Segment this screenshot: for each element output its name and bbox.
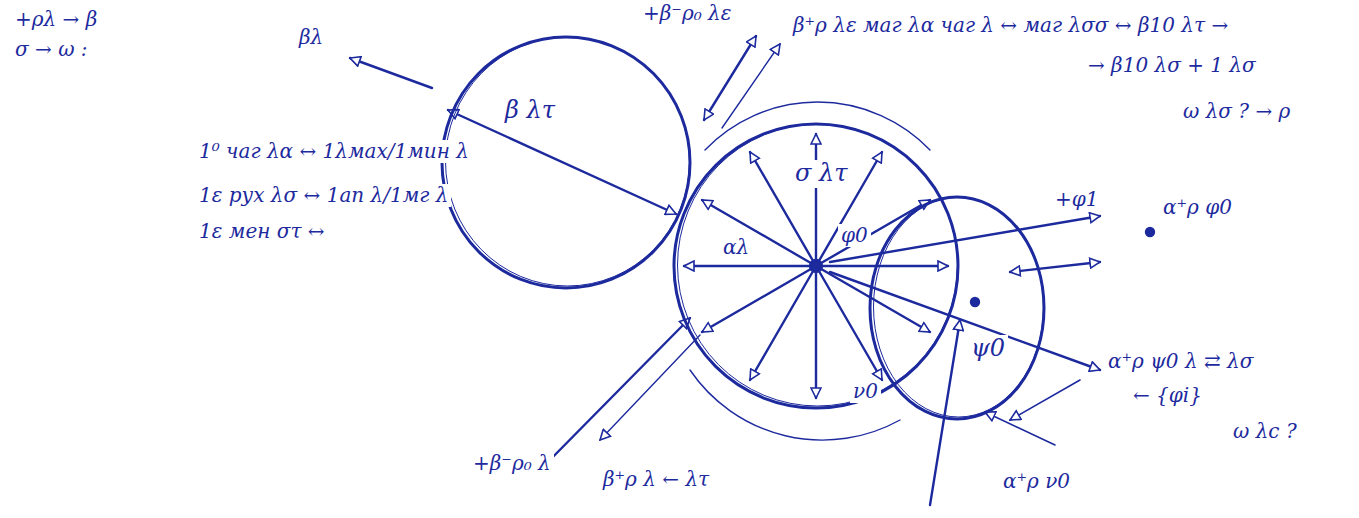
sketch-label: 1⁰ чаг λα ↔ 1λмах/1мин λ bbox=[196, 140, 472, 163]
node-outline bbox=[868, 195, 1046, 421]
sketch-label: +β⁻ρ₀ λ bbox=[470, 452, 554, 475]
outer-arrow bbox=[704, 36, 756, 120]
sketch-label: φ0 bbox=[838, 224, 871, 247]
outline bbox=[674, 124, 958, 408]
sketch-label: → β10 λσ + 1 λσ bbox=[1085, 54, 1259, 77]
node-label: σ λτ bbox=[792, 160, 851, 188]
sketch-label: 1ε мен στ ↔ bbox=[196, 220, 328, 243]
node-label: ψ0 bbox=[968, 335, 1008, 363]
sketch-label: βλ bbox=[296, 26, 326, 49]
sketch-label: ← {φi} bbox=[1130, 384, 1205, 407]
circle-node: σ λτ bbox=[672, 122, 960, 410]
diameter-arrow bbox=[448, 110, 676, 214]
outline bbox=[442, 37, 690, 288]
sketch-label: α⁺ρ φ0 bbox=[1160, 196, 1235, 219]
radial-arrows bbox=[684, 134, 948, 398]
phi-arrow bbox=[830, 216, 1100, 262]
sketch-label: 1ε рух λσ ↔ 1ап λ/1мг λ bbox=[196, 184, 451, 207]
sketch-label: αλ bbox=[720, 236, 752, 259]
sketch-label: α⁺ρ ψ0 λ ⇄ λσ bbox=[1105, 350, 1256, 373]
omega-arrow bbox=[1010, 262, 1100, 272]
outline-stroke bbox=[874, 197, 1044, 417]
outer-arrow bbox=[600, 335, 700, 440]
sketch-label: β⁺ρ λε маг λα чаг λ ↔ маг λσσ ↔ β10 λτ → bbox=[790, 14, 1231, 37]
sketch-label: ω λc ? bbox=[1230, 420, 1300, 443]
dot bbox=[1146, 228, 1154, 236]
sketch-label: β⁺ρ λ ← λτ bbox=[600, 468, 712, 491]
node-label: β λτ bbox=[502, 97, 558, 125]
sketch-label: σ → ω : bbox=[12, 38, 91, 61]
ellipse-node: ψ0 bbox=[868, 195, 1046, 421]
sketch-label: ω λσ ? → ρ bbox=[1180, 100, 1293, 123]
circle-node: β λτ bbox=[440, 35, 692, 290]
outline-stroke bbox=[678, 124, 958, 406]
pointer-arrow bbox=[350, 58, 432, 88]
sketch-label: α⁺ρ ν0 bbox=[1000, 470, 1073, 493]
sketch-label: ν0 bbox=[850, 380, 881, 403]
node-outline bbox=[440, 35, 692, 290]
outline bbox=[870, 197, 1044, 419]
hub-dot bbox=[810, 260, 822, 272]
sketch-label: +ρλ → β bbox=[12, 8, 100, 31]
outline-stroke bbox=[446, 37, 690, 286]
side-arrow bbox=[985, 412, 1055, 445]
outer-arrow bbox=[722, 44, 780, 128]
dot bbox=[971, 298, 979, 306]
sketch-label: +φ1 bbox=[1052, 188, 1102, 211]
outer-arrow bbox=[540, 318, 690, 470]
sketch-label: +β⁻ρ₀ λε bbox=[640, 2, 734, 25]
swirl-arc bbox=[705, 102, 930, 150]
